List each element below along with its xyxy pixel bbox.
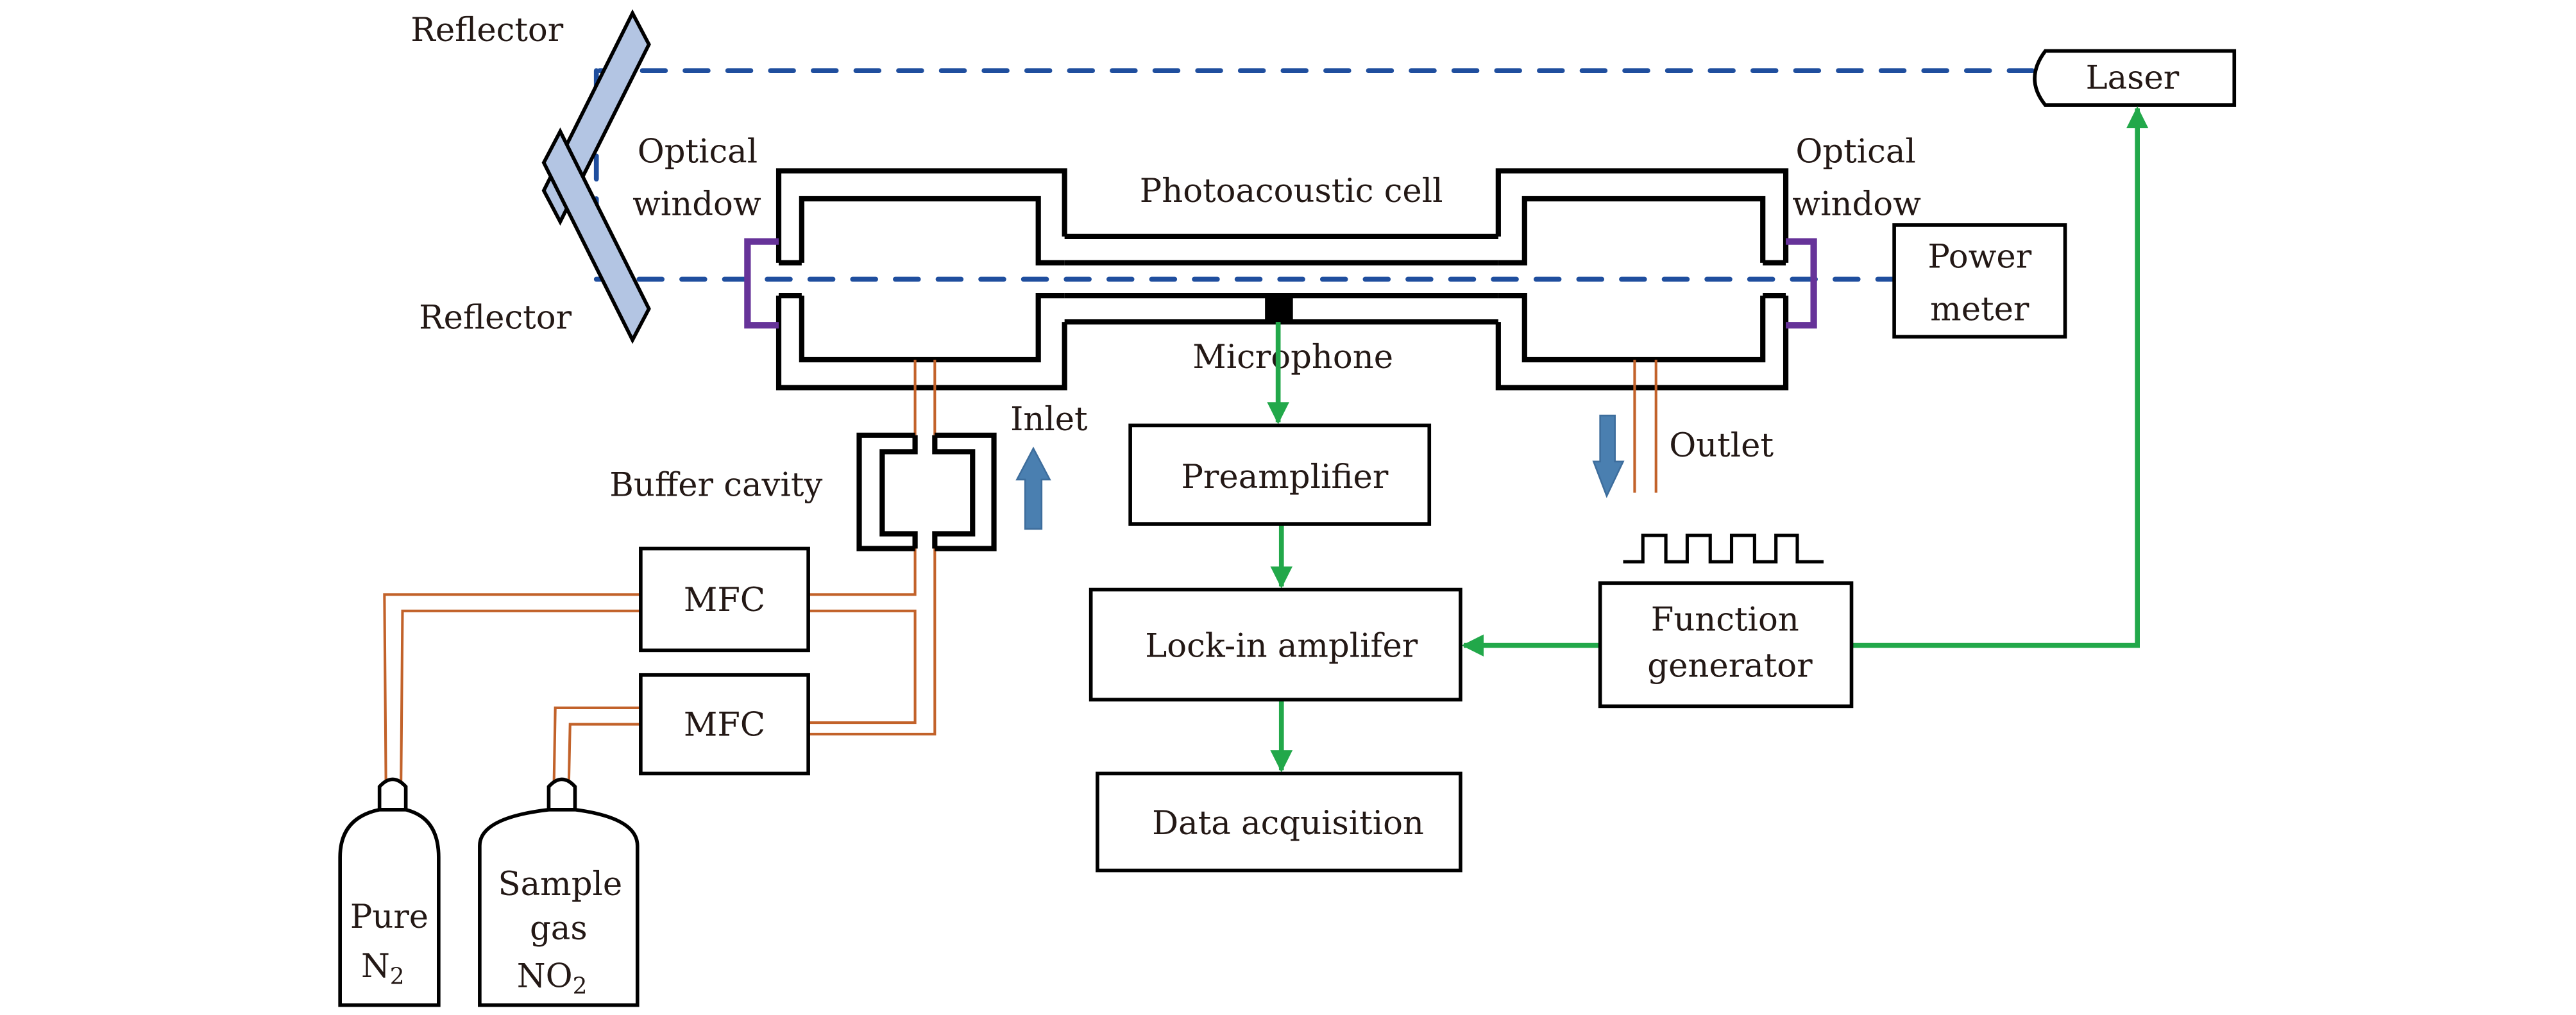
signal-lines [1267, 106, 2149, 773]
inlet-label: Inlet [1010, 400, 1088, 439]
laser-label: Laser [2086, 58, 2180, 97]
optical-window-left-label-1: Optical [638, 133, 758, 171]
outlet-pipe [1633, 359, 1657, 493]
power-meter-label-2: meter [1930, 290, 2029, 329]
function-generator-label-2: generator [1647, 646, 1813, 685]
preamplifier-box [1128, 423, 1432, 526]
square-wave-icon [1623, 533, 1824, 564]
mfc-1-label: MFC [684, 581, 765, 619]
data-acquisition: Data acquisition [1096, 771, 1462, 873]
cylinder-sample-subscript: 2 [573, 973, 588, 1000]
cylinder-n2: Pure N2 [338, 777, 441, 1007]
laser: Laser [2033, 49, 2237, 107]
photoacoustic-cell: Photoacoustic cell [775, 168, 1789, 390]
power-meter-box [1892, 223, 2067, 339]
buffer-cavity-label: Buffer cavity [609, 466, 822, 505]
cylinder-sample-label-2: gas [530, 909, 588, 948]
resonator-tube [1064, 233, 1498, 325]
power-meter: Power meter [1892, 223, 2067, 339]
lockin-amplifier: Lock-in amplifer [1089, 587, 1462, 701]
buffer-cavity-inner [879, 435, 976, 549]
power-meter-label-1: Power [1928, 238, 2031, 276]
buffer-cavity: Buffer cavity [609, 432, 997, 551]
n2-to-mfc1-pipes [383, 593, 641, 801]
preamplifier-label: Preamplifier [1181, 458, 1388, 496]
function-generator: Function generator [1598, 533, 1854, 709]
cylinder-n2-subscript: 2 [390, 963, 405, 989]
optical-window-left-label-2: window [632, 185, 761, 224]
reflector-top-label: Reflector [411, 11, 563, 49]
function-generator-label-1: Function [1651, 601, 1799, 639]
gas-lines [383, 359, 1657, 802]
laser-box [2033, 49, 2237, 107]
mfc-1: MFC [639, 546, 810, 653]
cylinder-sample-label-1: Sample [498, 865, 623, 903]
reflector-bottom: Reflector [419, 127, 651, 344]
mfc-2-box [639, 673, 810, 776]
cylinder-sample-label-3: NO2 [517, 957, 588, 999]
inlet-arrow-icon [1015, 446, 1051, 530]
lockin-box [1089, 587, 1462, 701]
mfc1-to-mfc2-join [808, 609, 917, 725]
sample-to-mfc2-pipes [552, 706, 641, 802]
cylinder-sample: Sample gas NO2 [478, 777, 640, 1007]
buffer-to-mfc-pipes [808, 548, 936, 735]
funcgen-to-laser-arrow [1851, 106, 2149, 648]
mfc-1-box [639, 546, 810, 653]
cylinder-sample-shape [478, 777, 640, 1007]
right-chamber-lower-wall [1495, 293, 1789, 390]
inlet-pipe-to-buffer [913, 359, 936, 435]
optical-window-right-label-2: window [1792, 185, 1921, 224]
reflector-top: Reflector [411, 9, 651, 226]
daq-label: Data acquisition [1152, 804, 1424, 843]
microphone [1265, 296, 1293, 323]
mfc-2-label: MFC [684, 706, 765, 744]
outlet-arrow-icon [1592, 414, 1625, 498]
reflector-bottom-mirror [541, 127, 651, 344]
lockin-label: Lock-in amplifer [1145, 627, 1418, 666]
inlet: Inlet [1010, 400, 1088, 530]
photoacoustic-cell-label: Photoacoustic cell [1140, 172, 1443, 210]
optical-window-right [1786, 238, 1817, 329]
optical-window-left [744, 238, 779, 329]
left-chamber-upper-wall [775, 168, 1067, 265]
cylinder-sample-formula: NO [517, 957, 573, 995]
buffer-cavity-outer [856, 432, 997, 551]
cylinder-n2-formula: N [361, 947, 390, 986]
reflector-bottom-label: Reflector [419, 298, 572, 337]
function-generator-box [1598, 581, 1854, 709]
daq-box [1096, 771, 1462, 873]
outlet-label: Outlet [1669, 426, 1774, 465]
microphone-label: Microphone [1192, 338, 1393, 376]
preamplifier: Preamplifier [1128, 423, 1432, 526]
left-chamber-lower-wall [775, 293, 1067, 390]
outlet: Outlet [1592, 414, 1774, 498]
cylinder-n2-label-2: N2 [361, 947, 405, 989]
cylinder-n2-shape [338, 777, 441, 1007]
cylinder-n2-label-1: Pure [350, 898, 428, 936]
mfc-2: MFC [639, 673, 810, 776]
right-chamber-upper-wall [1495, 168, 1789, 265]
optical-window-right-label-1: Optical [1795, 133, 1915, 171]
